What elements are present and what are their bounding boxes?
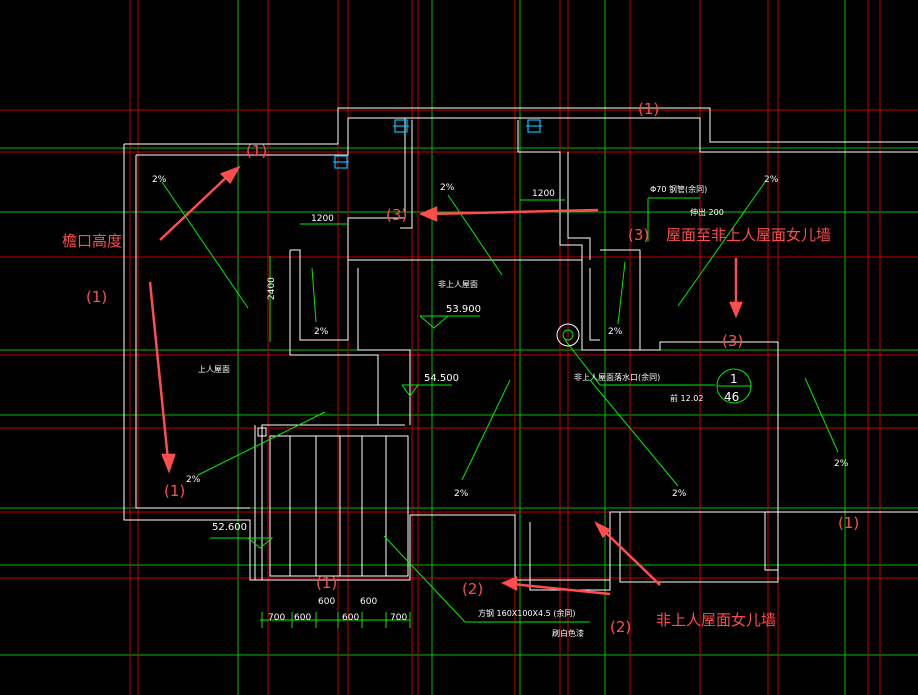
pipe-note: Φ70 钢管(余同) bbox=[650, 184, 707, 194]
elevation-54500: 54.500 bbox=[424, 373, 459, 384]
dim-1200-left: 1200 bbox=[311, 214, 334, 224]
slope-label-s: 2% bbox=[454, 489, 469, 499]
detail-index-symbol bbox=[716, 368, 752, 404]
dim-1200-right: 1200 bbox=[532, 189, 555, 199]
dimension-ticks bbox=[261, 612, 411, 628]
annotation-arrows bbox=[148, 165, 743, 596]
mark-1-top: (1) bbox=[638, 100, 659, 118]
mark-1-lower-left: (1) bbox=[164, 482, 185, 500]
annotation-roof-to-parapet: 屋面至非上人屋面女儿墙 bbox=[666, 226, 831, 244]
slope-arrows bbox=[161, 181, 839, 623]
mark-3-center: (3) bbox=[386, 206, 407, 224]
slope-label-sw: 2% bbox=[186, 475, 201, 485]
height-note: 伸出 200 bbox=[690, 207, 724, 217]
mark-2-bottom-right: (2) bbox=[610, 618, 631, 636]
slope-label-ne: 2% bbox=[764, 175, 779, 185]
elevation-53900: 53.900 bbox=[446, 304, 481, 315]
slope-label-right-core: 2% bbox=[608, 327, 623, 337]
detail-index-bottom: 46 bbox=[724, 390, 739, 404]
dim-600-d: 600 bbox=[342, 613, 359, 623]
slope-label-n: 2% bbox=[440, 183, 455, 193]
dim-2400: 2400 bbox=[267, 277, 277, 300]
dim-600-b: 600 bbox=[360, 597, 377, 607]
steel-note: 方钢 160X100X4.5 (余同) bbox=[478, 608, 576, 618]
red-annotations: 檐口高度 屋面至非上人屋面女儿墙 非上人屋面女儿墙 (1) (1) (1) (1… bbox=[62, 100, 859, 636]
mark-3-right-label: (3) bbox=[628, 226, 649, 244]
paint-note: 刷白色漆 bbox=[552, 628, 584, 638]
detail-index-top: 1 bbox=[730, 372, 738, 386]
mark-1-right: (1) bbox=[838, 514, 859, 532]
nonaccess-roof-label: 非上人屋面 bbox=[438, 279, 478, 289]
dim-700-left: 700 bbox=[268, 613, 285, 623]
dim-600-a: 600 bbox=[318, 597, 335, 607]
drain-level-note: 前 12.02 bbox=[670, 393, 703, 403]
slope-label-e: 2% bbox=[834, 459, 849, 469]
mark-1-upper-left: (1) bbox=[246, 142, 267, 160]
roof-drain-symbol bbox=[556, 323, 580, 347]
drain-fixtures bbox=[333, 119, 542, 169]
slope-label-left-core: 2% bbox=[314, 327, 329, 337]
building-outline bbox=[123, 107, 918, 591]
elevation-52600: 52.600 bbox=[212, 522, 247, 533]
elevation-markers bbox=[210, 315, 480, 549]
mark-1-left: (1) bbox=[86, 288, 107, 306]
mark-3-right: (3) bbox=[722, 332, 743, 350]
accessible-roof-label: 上人屋面 bbox=[198, 365, 230, 374]
annotation-eave-height: 檐口高度 bbox=[62, 232, 122, 250]
dim-600-c: 600 bbox=[294, 613, 311, 623]
annotation-nonaccess-parapet: 非上人屋面女儿墙 bbox=[656, 611, 776, 629]
mark-2-bottom: (2) bbox=[462, 580, 483, 598]
slope-label-se: 2% bbox=[672, 489, 687, 499]
mark-1-bottom: (1) bbox=[316, 574, 337, 592]
slope-label-nw: 2% bbox=[152, 175, 167, 185]
dim-700-right: 700 bbox=[390, 613, 407, 623]
drain-note: 非上人屋面落水口(余同) bbox=[574, 372, 660, 382]
drawing-labels: 2% 2% 2% 2% 2% 2% 2% 2% 2% 1200 1200 240… bbox=[152, 175, 849, 638]
